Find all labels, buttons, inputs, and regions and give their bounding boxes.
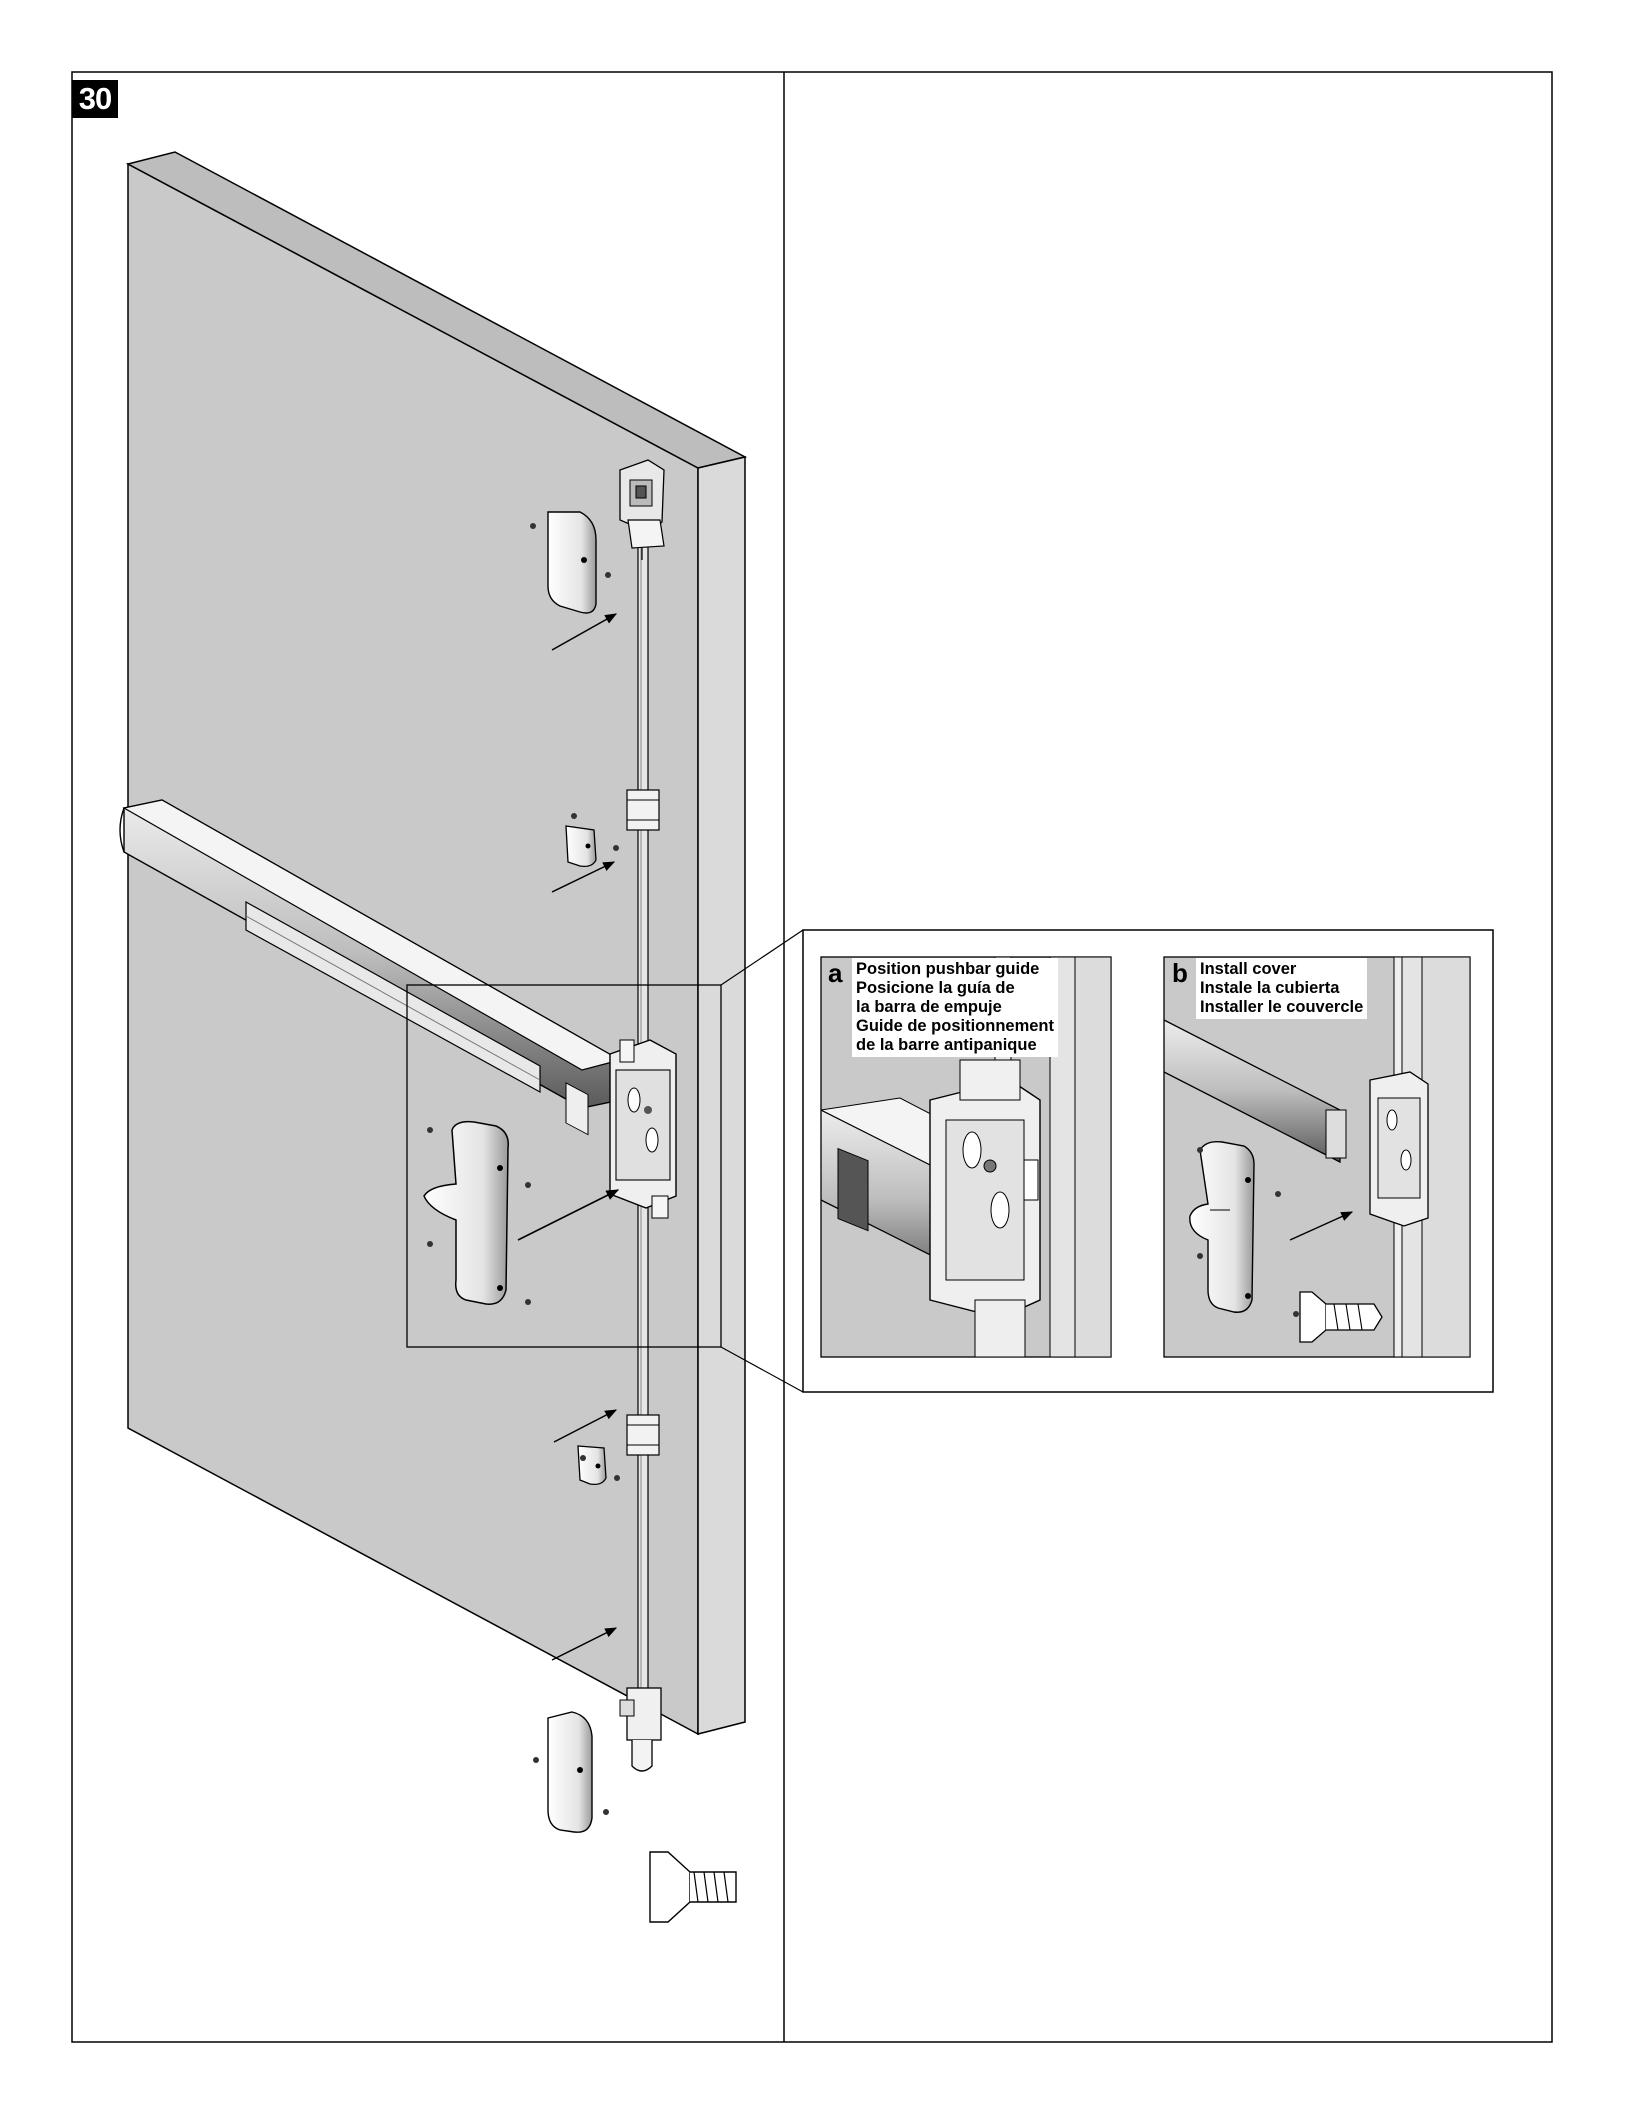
rod-guide-upper	[626, 789, 660, 831]
bottom-rod-cover	[533, 1627, 618, 1833]
caption-line: Posicione la guía de	[856, 979, 1015, 997]
caption-line: Guide de positionnement	[856, 1017, 1055, 1035]
detail-panel-b	[1163, 956, 1471, 1358]
push-bar-touchpad	[245, 900, 541, 1094]
door	[125, 151, 748, 1736]
detail-b-caption: Install cover Instale la cubierta Instal…	[1196, 958, 1368, 1019]
top-rod-cover	[530, 511, 618, 651]
center-chassis	[609, 1039, 677, 1219]
step-number-badge: 30	[72, 80, 118, 118]
page-frame	[71, 71, 1553, 2043]
caption-line: Install cover	[1200, 960, 1297, 978]
caption-line: la barra de empuje	[856, 998, 1002, 1016]
detail-b-letter: b	[1172, 958, 1188, 988]
top-latch	[619, 459, 665, 560]
rod-guide-lower	[626, 1414, 660, 1456]
caption-line: Position pushbar guide	[856, 960, 1040, 978]
push-bar	[119, 799, 622, 1136]
screw-icon	[649, 1851, 737, 1923]
center-cover	[423, 1120, 620, 1305]
screw-icon	[1299, 1291, 1383, 1343]
bottom-latch	[619, 1687, 662, 1772]
upper-guide-cover	[551, 813, 619, 893]
detail-a-letter: a	[828, 958, 843, 988]
lower-guide-cover	[553, 1409, 620, 1486]
caption-line: de la barre antipanique	[856, 1036, 1037, 1054]
detail-focus-frame	[406, 984, 722, 1348]
caption-line: Instale la cubierta	[1200, 979, 1340, 997]
caption-line: Installer le couvercle	[1200, 998, 1364, 1016]
detail-a-caption: Position pushbar guide Posicione la guía…	[852, 958, 1059, 1057]
